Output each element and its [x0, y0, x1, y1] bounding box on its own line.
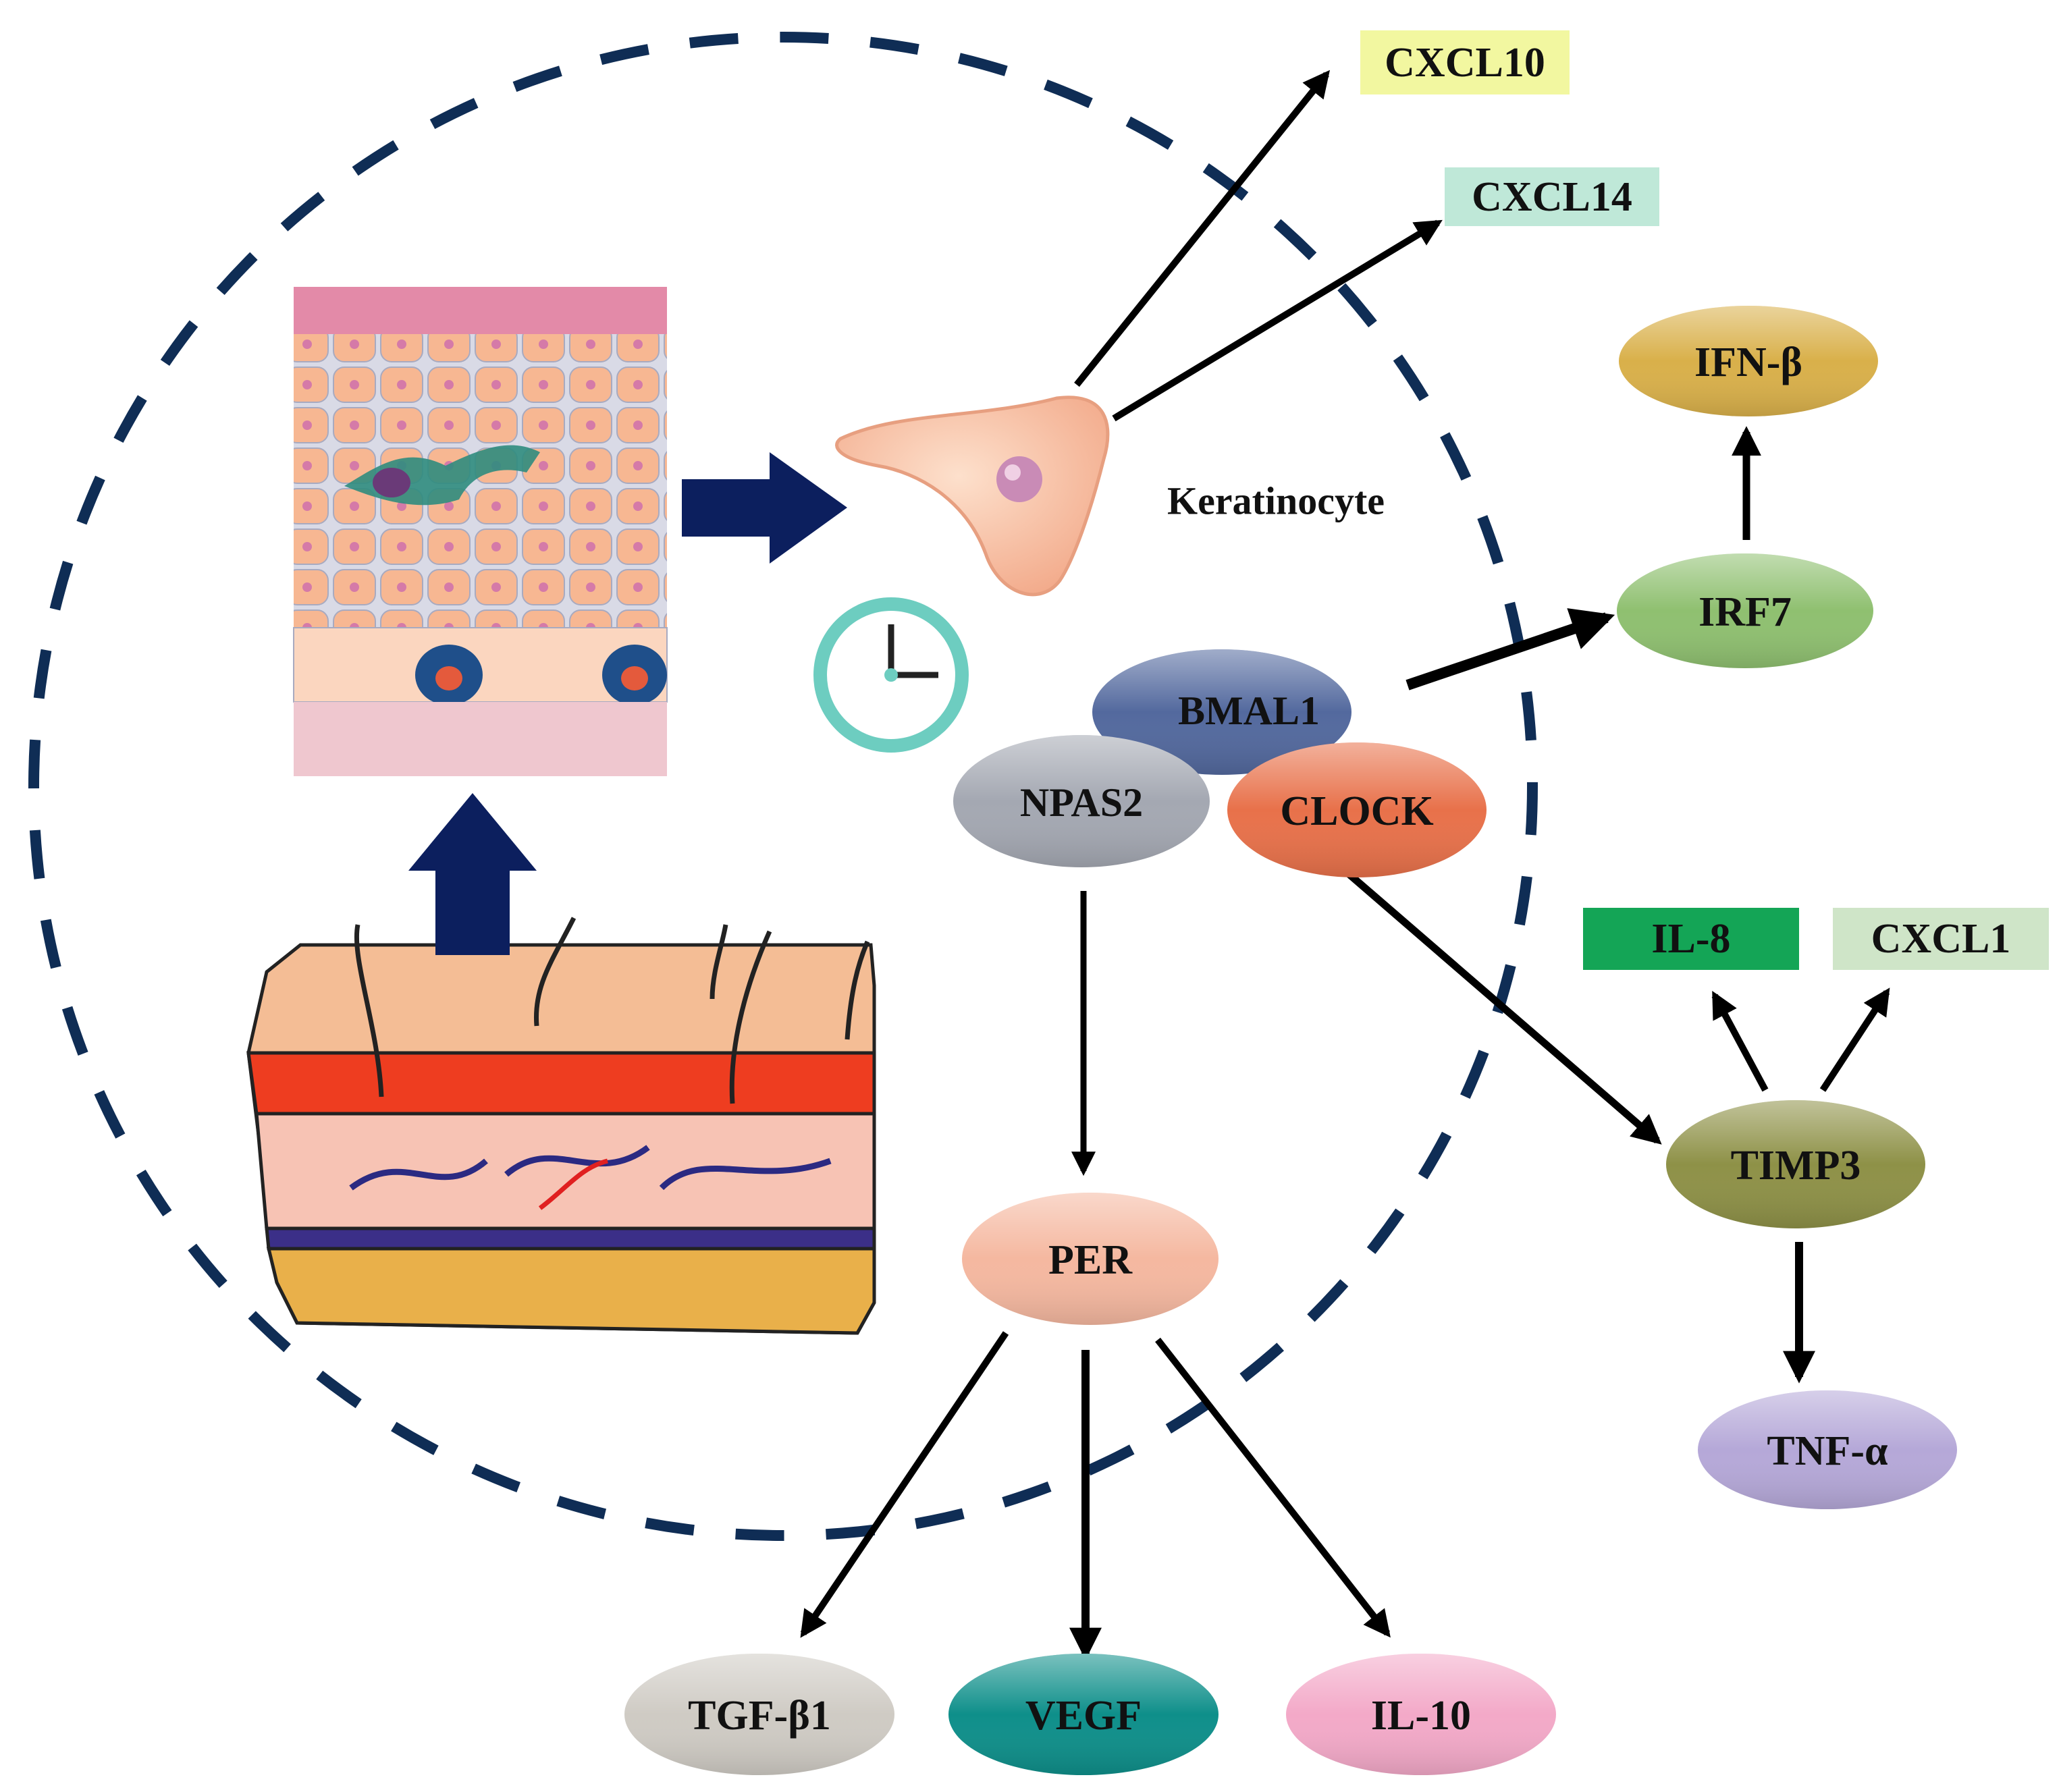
- arrow-clock-timp3: [1331, 857, 1662, 1145]
- node-timp3-label: TIMP3: [1731, 1143, 1861, 1189]
- node-npas2-label: NPAS2: [1020, 780, 1143, 825]
- node-il10-label: IL-10: [1371, 1693, 1471, 1739]
- arrow-keratinocyte-cxcl14: [1112, 219, 1443, 422]
- node-bmal1-label: BMAL1: [1178, 688, 1320, 733]
- label-keratinocyte: Keratinocyte: [1167, 479, 1385, 523]
- arrows: [800, 70, 1890, 1660]
- node-cxcl14: CXCL14: [1445, 167, 1659, 226]
- node-il8-box: [1583, 908, 1799, 970]
- node-il8: IL-8: [1583, 908, 1799, 970]
- arrow-timp3-il8: [1711, 990, 1769, 1092]
- clock-icon: [813, 597, 969, 753]
- node-irf7: IRF7: [1617, 553, 1873, 668]
- node-il8-label: IL-8: [1651, 916, 1730, 962]
- node-cxcl10: CXCL10: [1360, 30, 1570, 94]
- node-cxcl10-box: [1360, 30, 1570, 94]
- block-arrow-right: [682, 452, 847, 564]
- block-arrow-up: [408, 793, 537, 955]
- node-il10: IL-10: [1286, 1654, 1556, 1775]
- node-per: PER: [962, 1193, 1219, 1325]
- node-cxcl10-label: CXCL10: [1385, 40, 1545, 86]
- arrow-timp3-cxcl1: [1819, 987, 1890, 1092]
- arrow-bmal1-irf7: [1406, 608, 1615, 690]
- node-bmal1: BMAL1: [1092, 649, 1351, 775]
- node-cxcl14-label: CXCL14: [1472, 174, 1632, 220]
- skin-block-illustration: [246, 917, 876, 1335]
- node-tgfb1-label: TGF-β1: [688, 1693, 831, 1739]
- arrow-per-tgfb1: [800, 1331, 1009, 1638]
- node-cxcl1-box: [1833, 908, 2049, 970]
- node-timp3: TIMP3: [1666, 1100, 1925, 1228]
- node-per-label: PER: [1048, 1237, 1133, 1283]
- node-irf7-label: IRF7: [1698, 589, 1792, 635]
- node-ifnb-label: IFN-β: [1694, 340, 1802, 385]
- epidermis-illustration: [293, 287, 668, 776]
- node-vegf-label: VEGF: [1025, 1693, 1142, 1739]
- node-tnfa: TNF-α: [1698, 1390, 1957, 1509]
- node-clock-label: CLOCK: [1280, 788, 1433, 834]
- node-vegf: VEGF: [948, 1654, 1219, 1775]
- node-cxcl1: CXCL1: [1833, 908, 2049, 970]
- node-cxcl14-box: [1445, 167, 1659, 226]
- node-npas2: NPAS2: [953, 735, 1210, 867]
- dashed-circle: [28, 32, 1538, 1541]
- arrow-keratinocyte-cxcl10: [1074, 70, 1331, 387]
- node-tnfa-label: TNF-α: [1767, 1428, 1888, 1474]
- arrow-per-il10: [1155, 1337, 1391, 1638]
- node-ifnb: IFN-β: [1619, 306, 1878, 416]
- keratinocyte-cell-icon: [835, 396, 1110, 597]
- node-cxcl1-label: CXCL1: [1871, 916, 2011, 962]
- node-tgfb1: TGF-β1: [624, 1654, 894, 1775]
- node-clock: CLOCK: [1227, 742, 1487, 877]
